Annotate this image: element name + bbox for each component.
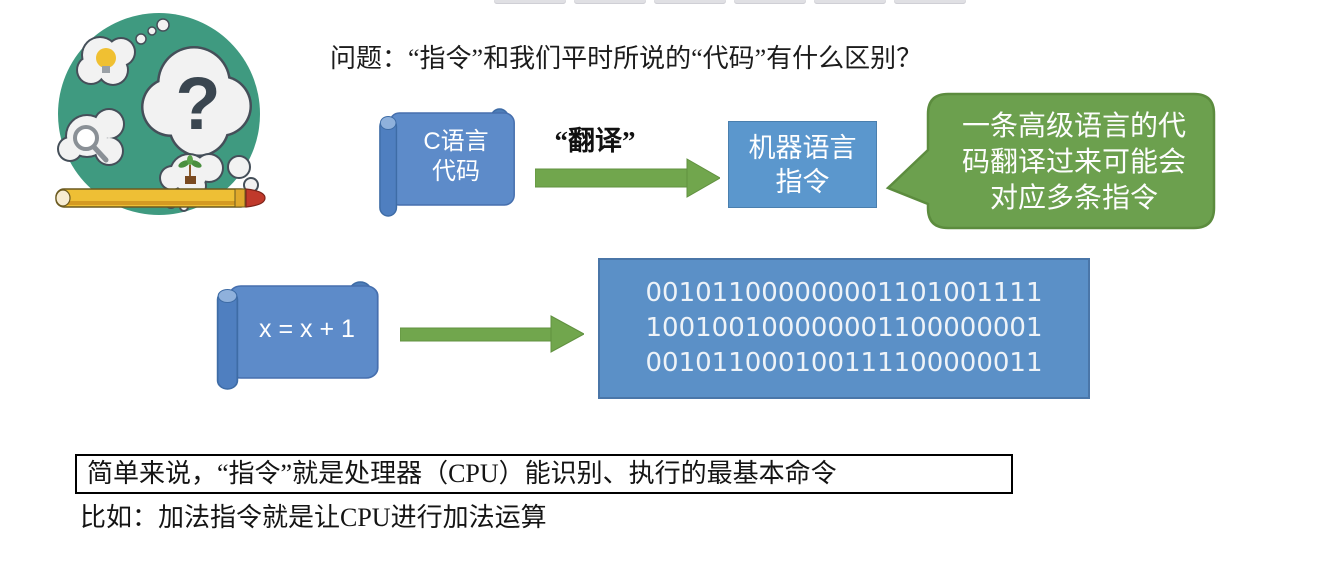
slide-thumbnail-tab[interactable]	[654, 0, 726, 4]
thought-cloud-icon: ?	[141, 46, 252, 157]
lightbulb-icon	[96, 48, 116, 73]
thought-cloud-icon	[57, 108, 125, 166]
note-bubble: 一条高级语言的代 码翻译过来可能会 对应多条指令	[885, 92, 1217, 233]
binary-line: 100100100000001100000001	[645, 313, 1043, 343]
statement-label: x = x + 1	[259, 315, 355, 343]
c-code-label: C语言 代码	[423, 127, 489, 185]
magnifier-icon	[73, 125, 109, 163]
question-mark-icon: ?	[175, 62, 220, 145]
thought-cloud-icon	[76, 36, 136, 86]
translate-arrow-icon	[534, 157, 722, 199]
statement-scroll: x = x + 1	[213, 279, 387, 394]
page-title: 问题：“指令”和我们平时所说的“代码”有什么区别？	[330, 44, 923, 73]
slide-thumbnail-tab[interactable]	[814, 0, 886, 4]
slide-thumbnail-tab[interactable]	[574, 0, 646, 4]
binary-instructions-box: 001011000000001101001111 100100100000001…	[598, 258, 1090, 399]
slide-thumbnail-tab[interactable]	[734, 0, 806, 4]
slide-thumbnail-tab[interactable]	[894, 0, 966, 4]
compile-arrow-icon	[399, 312, 586, 356]
question-illustration: ?	[53, 10, 267, 232]
pencil-icon	[55, 188, 266, 208]
plant-icon	[178, 155, 202, 184]
thumbnail-strip	[494, 0, 966, 4]
note-bubble-text: 一条高级语言的代 码翻译过来可能会 对应多条指令	[961, 109, 1186, 213]
binary-line: 001011000000001101001111	[645, 278, 1043, 308]
binary-line: 001011000100111100000011	[645, 348, 1043, 378]
machine-instruction-box: 机器语言 指令	[728, 121, 877, 208]
thought-cloud-icon	[159, 153, 224, 199]
translate-label: “翻译”	[554, 126, 636, 156]
summary-example: 比如：加法指令就是让CPU进行加法运算	[80, 503, 547, 532]
c-code-scroll: C语言 代码	[376, 106, 522, 221]
summary-definition: 简单来说，“指令”就是处理器（CPU）能识别、执行的最基本命令	[75, 454, 1013, 494]
slide-thumbnail-tab[interactable]	[494, 0, 566, 4]
